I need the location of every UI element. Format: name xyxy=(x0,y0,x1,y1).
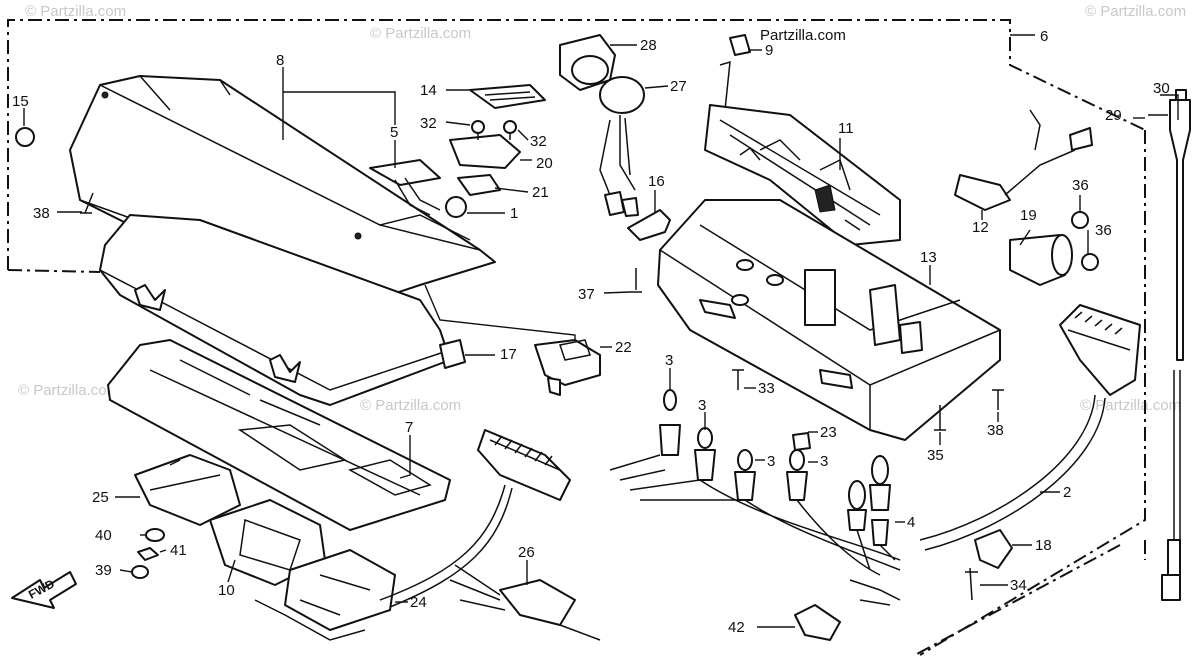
label-10: 10 xyxy=(218,582,235,599)
meter-lower-case xyxy=(99,214,466,406)
label-5: 5 xyxy=(390,124,398,141)
label-17: 17 xyxy=(500,346,517,363)
label-18: 18 xyxy=(1035,537,1052,554)
bracket-16 xyxy=(627,209,671,293)
watermark: © Partzilla.com xyxy=(360,397,461,414)
indicator-panel-plate xyxy=(107,339,451,531)
label-14: 14 xyxy=(420,82,437,99)
sensor-parts xyxy=(954,109,1099,286)
watermark: © Partzilla.com xyxy=(25,3,126,20)
assembly-boundary xyxy=(7,19,1146,656)
label-36: 36 xyxy=(1095,222,1112,239)
label-40: 40 xyxy=(95,527,112,544)
label-32: 32 xyxy=(530,133,547,150)
label-26: 26 xyxy=(518,544,535,561)
label-23: 23 xyxy=(820,424,837,441)
main-wire-harness xyxy=(919,304,1141,551)
label-41: 41 xyxy=(170,542,187,559)
label-3: 3 xyxy=(698,397,706,414)
wire-harness-left xyxy=(379,429,571,608)
label-21: 21 xyxy=(532,184,549,201)
label-13: 13 xyxy=(920,249,937,266)
label-38: 38 xyxy=(987,422,1004,439)
clip-9 xyxy=(719,34,751,111)
label-36: 36 xyxy=(1072,177,1089,194)
label-8: 8 xyxy=(276,52,284,69)
label-24: 24 xyxy=(410,594,427,611)
label-20: 20 xyxy=(536,155,553,172)
assembly-boundary-right xyxy=(919,130,1146,656)
misc-fasteners xyxy=(732,369,1013,641)
watermark: © Partzilla.com xyxy=(370,25,471,42)
relay-unit xyxy=(424,284,601,396)
label-28: 28 xyxy=(640,37,657,54)
socket-assembly xyxy=(559,34,645,217)
label-27: 27 xyxy=(670,78,687,95)
watermark: © Partzilla.com xyxy=(18,382,119,399)
left-fasteners xyxy=(15,127,94,214)
label-22: 22 xyxy=(615,339,632,356)
label-3: 3 xyxy=(665,352,673,369)
label-32: 32 xyxy=(420,115,437,132)
label-7: 7 xyxy=(405,419,413,436)
label-1: 1 xyxy=(510,205,518,222)
speedometer-cable xyxy=(1148,89,1191,601)
label-34: 34 xyxy=(1010,577,1027,594)
watermark: © Partzilla.com xyxy=(1085,3,1186,20)
top-small-parts xyxy=(369,84,546,218)
label-42: 42 xyxy=(728,619,745,636)
label-37: 37 xyxy=(578,286,595,303)
label-9: 9 xyxy=(765,42,773,59)
label-29: 29 xyxy=(1105,107,1122,124)
small-fasteners xyxy=(131,528,165,579)
label-15: 15 xyxy=(12,93,29,110)
label-3: 3 xyxy=(767,453,775,470)
label-25: 25 xyxy=(92,489,109,506)
fwd-arrow-icon: FWD xyxy=(11,571,77,609)
label-12: 12 xyxy=(972,219,989,236)
label-35: 35 xyxy=(927,447,944,464)
assembly-boundary-left xyxy=(7,269,101,273)
meter-units xyxy=(134,454,396,641)
circuit-board xyxy=(704,104,901,246)
leader-lines xyxy=(23,34,1145,628)
label-11: 11 xyxy=(838,120,854,137)
site-watermark: Partzilla.com xyxy=(760,27,846,44)
sub-harness xyxy=(449,564,601,641)
label-3: 3 xyxy=(820,453,828,470)
label-39: 39 xyxy=(95,562,112,579)
label-16: 16 xyxy=(648,173,665,190)
label-38: 38 xyxy=(33,205,50,222)
part-labels: 8 15 38 14 32 32 5 20 21 1 28 27 9 6 11 … xyxy=(12,28,1170,636)
watermarks: © Partzilla.com © Partzilla.com © Partzi… xyxy=(18,3,1186,414)
meter-housing xyxy=(657,199,1001,441)
label-4: 4 xyxy=(907,514,915,531)
label-6: 6 xyxy=(1040,28,1048,45)
label-33: 33 xyxy=(758,380,775,397)
label-30: 30 xyxy=(1153,80,1170,97)
label-2: 2 xyxy=(1063,484,1071,501)
bulbs-and-sockets xyxy=(609,389,901,606)
label-19: 19 xyxy=(1020,207,1037,224)
